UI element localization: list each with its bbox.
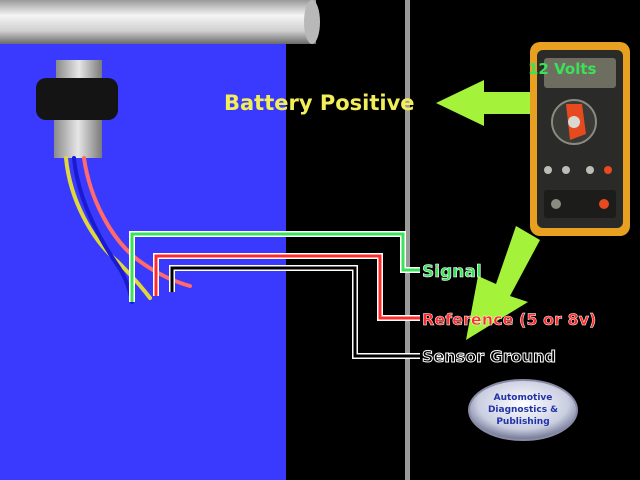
logo-line2: Diagnostics &: [488, 405, 558, 415]
ground-wire: [170, 266, 420, 358]
sensor-ground-label: Sensor Ground: [422, 347, 556, 366]
battery-positive-label: Battery Positive: [224, 91, 415, 115]
arrow-down: [466, 226, 540, 340]
reference-wire: [154, 254, 420, 320]
reference-label: Reference (5 or 8v): [422, 310, 596, 329]
logo-line3: Publishing: [496, 417, 549, 427]
circuit-wires: [129, 231, 420, 359]
multimeter: [530, 42, 630, 236]
logo-line1: Automotive: [494, 393, 553, 403]
sensor: [36, 60, 118, 158]
arrow-left: [436, 80, 530, 126]
signal-wire: [130, 232, 420, 302]
signal-label: Signal: [422, 262, 482, 282]
divider-line: [405, 0, 410, 480]
pipe: [0, 0, 320, 44]
blue-panel: [0, 0, 286, 480]
meter-reading-label: 12 Volts: [528, 60, 597, 78]
publisher-logo: Automotive Diagnostics & Publishing: [468, 379, 578, 441]
